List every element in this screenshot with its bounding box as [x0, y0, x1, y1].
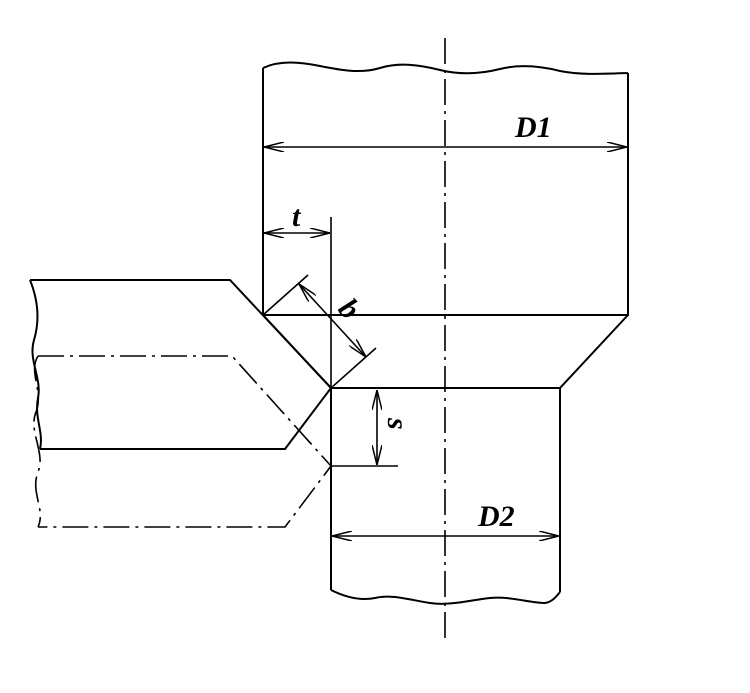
cutting-tool-phantom-outline — [38, 355, 333, 528]
dimension-s-label: s — [381, 417, 414, 430]
cutting-tool-outline — [30, 279, 333, 450]
dimension-d1-label: D1 — [514, 111, 552, 144]
cutting-tool-phantom-break-line — [33, 355, 42, 528]
dimension-b-label: b — [332, 292, 366, 325]
dimension-b-extension-line-1 — [262, 274, 309, 316]
dimension-t-label: t — [292, 200, 302, 233]
dimension-b-extension-line-2 — [330, 347, 377, 389]
dimension-d2-label: D2 — [477, 500, 515, 533]
workpiece-top-break-line — [262, 61, 629, 75]
dimension-b-line — [299, 284, 366, 357]
workpiece-bottom-break-line — [330, 589, 561, 605]
